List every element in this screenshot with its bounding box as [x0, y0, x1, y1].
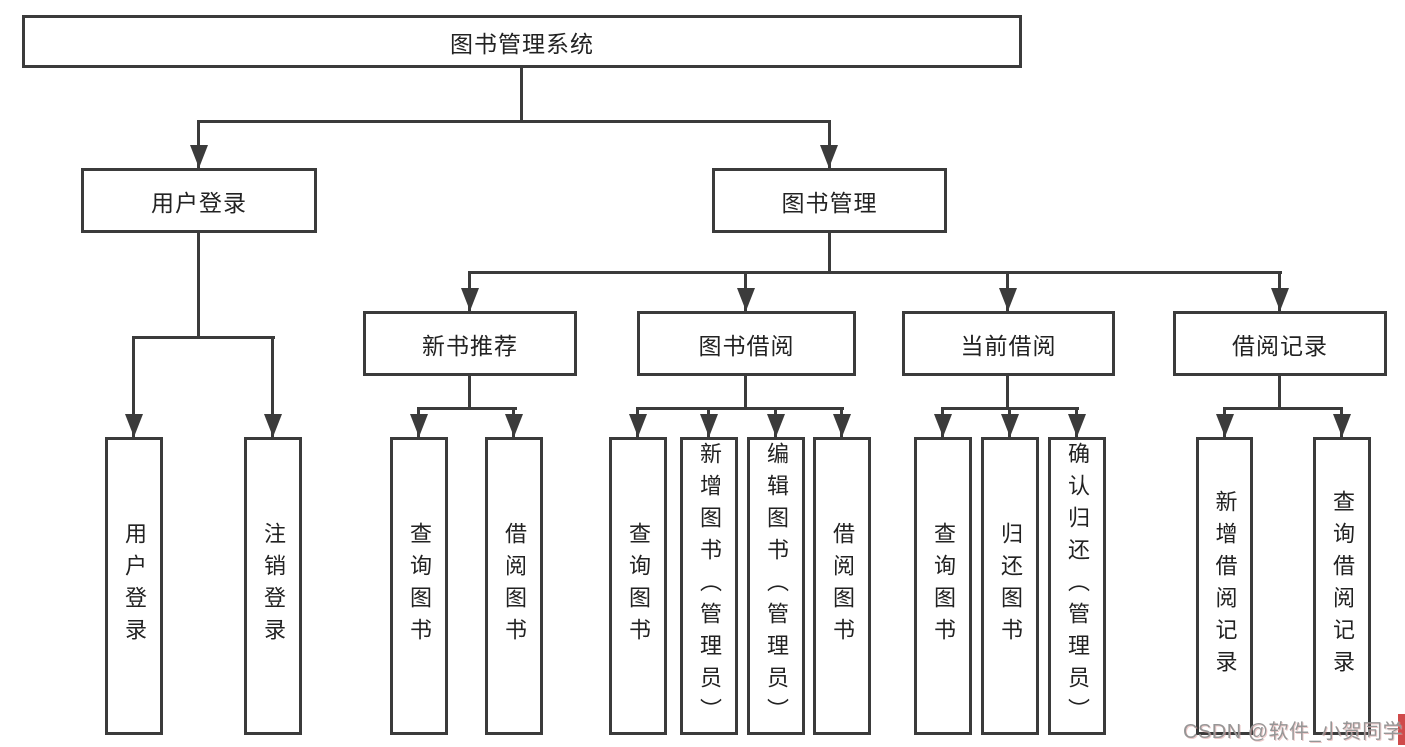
leaf-label: 确认归还（管理员）	[1065, 442, 1090, 730]
arrow-down-icon	[1001, 414, 1019, 437]
node-label: 当前借阅	[960, 332, 1057, 359]
leaf-query-books-current: 查询图书	[914, 437, 972, 735]
leaf-edit-books-admin: 编辑图书（管理员）	[747, 437, 805, 735]
connector-line	[1223, 407, 1343, 410]
connector-line	[1278, 376, 1281, 407]
connector-line	[417, 407, 517, 410]
watermark-accent	[1398, 714, 1405, 745]
connector-line	[468, 271, 1282, 274]
leaf-add-borrow-record: 新增借阅记录	[1196, 437, 1253, 735]
arrow-down-icon	[410, 414, 428, 437]
node-book-management: 图书管理	[712, 168, 947, 233]
leaf-return-books: 归还图书	[981, 437, 1039, 735]
leaf-label: 查询图书	[407, 522, 432, 650]
arrow-down-icon	[125, 414, 143, 437]
connector-line	[132, 336, 135, 437]
connector-line	[636, 407, 844, 410]
leaf-label: 查询借阅记录	[1330, 490, 1355, 682]
connector-line	[271, 336, 274, 437]
node-current-borrow: 当前借阅	[902, 311, 1115, 376]
leaf-confirm-return-admin: 确认归还（管理员）	[1048, 437, 1106, 735]
arrow-down-icon	[1216, 414, 1234, 437]
leaf-add-books-admin: 新增图书（管理员）	[680, 437, 738, 735]
arrow-down-icon	[629, 414, 647, 437]
node-user-login: 用户登录	[81, 168, 317, 233]
node-label: 借阅记录	[1232, 332, 1328, 359]
connector-line	[520, 68, 523, 120]
arrow-down-icon	[833, 414, 851, 437]
leaf-label: 注销登录	[261, 522, 286, 650]
node-label: 图书借阅	[698, 332, 795, 359]
connector-line	[828, 120, 831, 168]
connector-line	[197, 233, 200, 336]
node-library-system: 图书管理系统	[22, 15, 1022, 68]
leaf-label: 借阅图书	[502, 522, 527, 650]
node-label: 图书管理系统	[450, 30, 594, 57]
arrow-down-icon	[190, 145, 208, 168]
leaf-label: 归还图书	[998, 522, 1023, 650]
leaf-query-books-borrow: 查询图书	[609, 437, 667, 735]
arrow-down-icon	[934, 414, 952, 437]
leaf-label: 用户登录	[122, 522, 147, 650]
arrow-down-icon	[1271, 288, 1289, 311]
connector-line	[197, 120, 831, 123]
node-new-book-recommend: 新书推荐	[363, 311, 577, 376]
leaf-label: 新增借阅记录	[1212, 490, 1238, 682]
leaf-user-login: 用户登录	[105, 437, 163, 735]
arrow-down-icon	[999, 288, 1017, 311]
node-label: 用户登录	[151, 189, 247, 216]
connector-line	[1006, 376, 1009, 407]
connector-line	[744, 376, 747, 407]
arrow-down-icon	[820, 145, 838, 168]
leaf-query-borrow-record: 查询借阅记录	[1313, 437, 1371, 735]
watermark: CSDN @软件_小贺同学	[1183, 721, 1404, 743]
arrow-down-icon	[461, 288, 479, 311]
leaf-label: 新增图书（管理员）	[697, 442, 722, 730]
node-book-borrow: 图书借阅	[637, 311, 856, 376]
connector-line	[132, 336, 275, 339]
leaf-borrow-books-recommend: 借阅图书	[485, 437, 543, 735]
connector-line	[197, 120, 200, 168]
node-label: 图书管理	[781, 189, 878, 216]
leaf-borrow-books: 借阅图书	[813, 437, 871, 735]
leaf-label: 编辑图书（管理员）	[764, 442, 789, 730]
leaf-label: 查询图书	[626, 522, 651, 650]
arrow-down-icon	[700, 414, 718, 437]
connector-line	[468, 376, 471, 407]
arrow-down-icon	[1333, 414, 1351, 437]
node-label: 新书推荐	[422, 332, 518, 359]
leaf-label: 查询图书	[931, 522, 956, 650]
leaf-logout: 注销登录	[244, 437, 302, 735]
arrow-down-icon	[737, 288, 755, 311]
node-borrow-records: 借阅记录	[1173, 311, 1387, 376]
arrow-down-icon	[1068, 414, 1086, 437]
arrow-down-icon	[767, 414, 785, 437]
leaf-query-books-recommend: 查询图书	[390, 437, 448, 735]
connector-line	[828, 233, 831, 271]
arrow-down-icon	[505, 414, 523, 437]
leaf-label: 借阅图书	[830, 522, 855, 650]
arrow-down-icon	[264, 414, 282, 437]
